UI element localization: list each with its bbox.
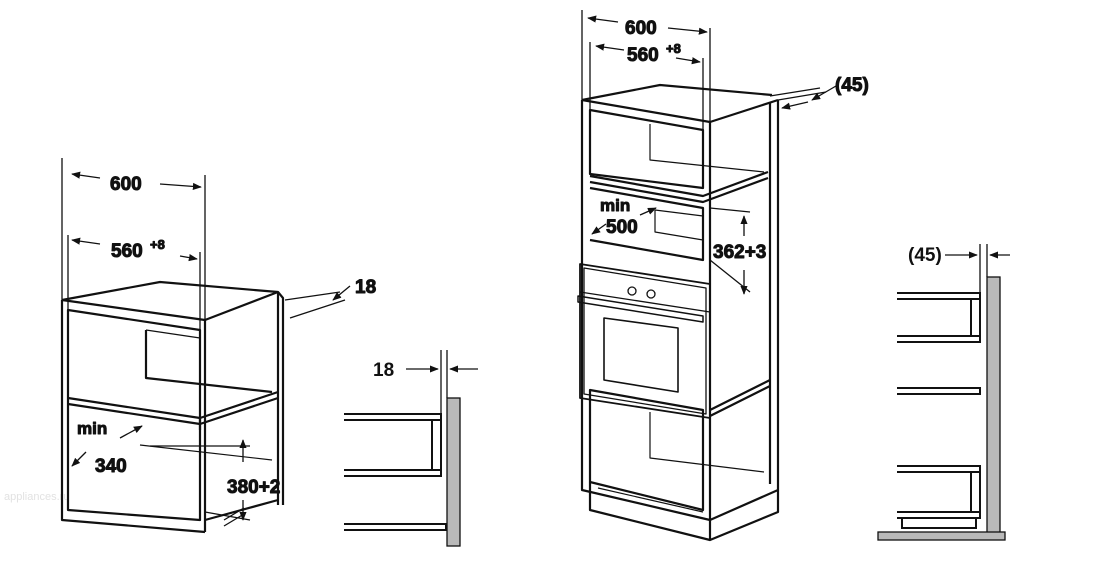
dim-340: 340 (95, 456, 127, 477)
compact-dimension-lines (61, 158, 351, 527)
tall-column-figure: 600 560 +8 (45) min 500 362+3 (577, 10, 869, 542)
min-label-tall: min (600, 196, 630, 215)
dim-560-compact: 560 (111, 241, 143, 262)
wall (986, 276, 1001, 534)
dim-600-tall: 600 (625, 18, 657, 39)
watermark: appliances.ru (4, 491, 69, 503)
dim-45-tall: (45) (835, 75, 869, 96)
tall-side-section: (45) (877, 244, 1010, 541)
dim-18-compact: 18 (355, 277, 376, 298)
dim-362: 362+3 (713, 242, 766, 263)
dim-560-tol-compact: +8 (150, 237, 165, 252)
dim-560-tol-tall: +8 (666, 41, 681, 56)
dim-500: 500 (606, 217, 638, 238)
dim-560-tall: 560 (627, 45, 659, 66)
compact-cabinet-figure: 600 560 +8 18 min 340 380+2 (60, 158, 377, 534)
dim-380: 380+2 (227, 477, 280, 498)
dim-18-section: 18 (373, 360, 394, 381)
column-dimension-lines (581, 10, 837, 295)
column-body (577, 83, 780, 542)
floor (877, 531, 1006, 541)
dim-600-compact: 600 (110, 174, 142, 195)
compact-side-section: 18 (344, 350, 478, 547)
min-label-compact: min (77, 419, 107, 438)
dim-45-section: (45) (908, 245, 942, 266)
wall (446, 397, 461, 547)
